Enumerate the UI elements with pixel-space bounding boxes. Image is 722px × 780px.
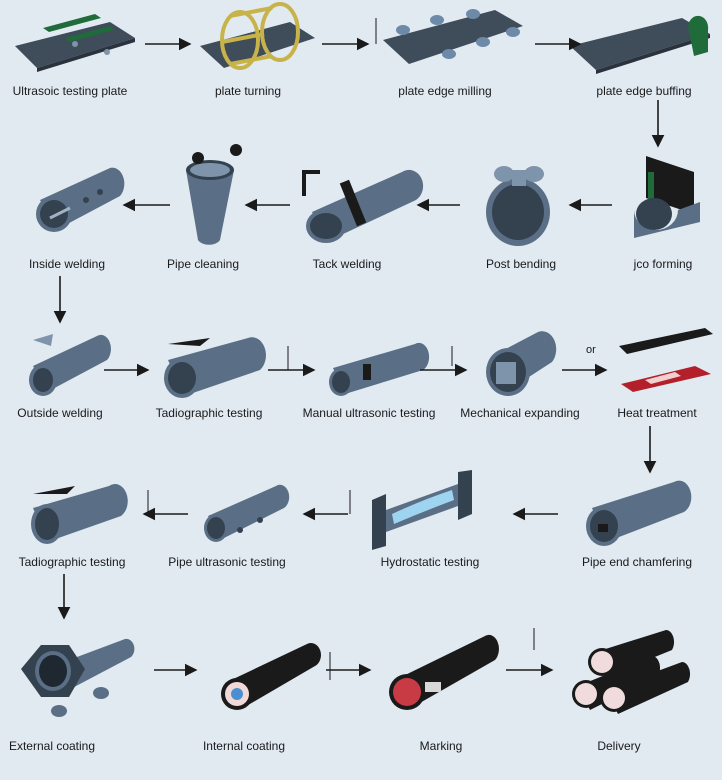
radiographic-pipe-icon [164,337,266,398]
stage-plate-turning [200,2,320,78]
stage-outside-welding [25,326,115,402]
step-label: Tack welding [312,257,382,271]
step-label: plate edge buffing [596,84,692,98]
step-label: Tadiographic testing [155,406,263,420]
marking-pipe-icon [389,634,499,710]
milling-plate-icon [383,9,523,64]
outside-welding-pipe-icon [29,334,111,396]
step-label: plate turning [214,84,282,98]
step-label: Internal coating [202,739,286,753]
step-label: Heat treatment [617,406,697,420]
buffing-plate-icon [570,15,710,74]
stage-radiographic-testing-2 [25,482,130,548]
step-label: Pipe cleaning [166,257,240,271]
step-label: Pipe end chamfering [581,555,693,569]
step-label: External coating [8,739,96,753]
step-label: Manual ultrasonic testing [302,406,436,420]
external-coating-pipe-icon [21,638,135,717]
stage-jco-forming [628,152,708,244]
delivery-pipes-icon [572,629,691,714]
stage-external-coating [15,625,135,717]
heat-treatment-plate-icon [619,328,713,392]
manual-ultrasonic-pipe-icon [329,342,430,396]
steel-plate-icon [15,14,135,72]
stage-inside-welding [30,160,130,246]
stage-pipe-end-chamfering [582,478,692,548]
step-label: Pipe ultrasonic testing [168,555,286,569]
stage-pipe-ultrasonic-testing [200,480,295,548]
stage-plate-edge-milling [375,6,525,76]
stage-radiographic-testing-1 [160,334,270,402]
bending-pipe-icon [486,166,550,246]
step-label: Mechanical expanding [460,406,580,420]
step-label: Delivery [597,739,641,753]
step-label: plate edge milling [398,84,492,98]
step-label: Outside welding [17,406,103,420]
step-label: Ultrasoic testing plate [12,84,128,98]
stage-marking [385,632,505,712]
jco-press-icon [634,156,700,238]
stage-mechanical-expanding [482,324,562,400]
chamfering-pipe-icon [586,480,692,546]
expander-icon [486,331,557,396]
radiographic-pipe-icon [31,484,128,544]
stage-post-bending [480,160,560,248]
step-label: Inside welding [28,257,106,271]
step-label: Marking [419,739,463,753]
hydrostatic-tank-icon [372,470,472,550]
stage-plate-edge-buffing [570,12,715,78]
step-label: Tadiographic testing [18,555,126,569]
vertical-pipe-icon [186,144,242,245]
stage-delivery [568,628,698,714]
step-label: Hydrostatic testing [380,555,480,569]
turning-frame-icon [200,2,315,70]
pipe-ultrasonic-icon [204,484,290,542]
internal-coating-pipe-icon [221,643,321,710]
stage-heat-treatment [615,326,715,396]
stage-ultrasonic-testing-plate [15,8,135,78]
step-label: jco forming [633,257,693,271]
or-label: or [586,344,596,356]
step-label: Post bending [485,257,557,271]
tack-welding-pipe-icon [302,169,424,243]
stage-hydrostatic-testing [372,470,477,550]
stage-pipe-cleaning [180,140,250,250]
inside-welding-pipe-icon [36,167,125,232]
stage-internal-coating [215,640,325,712]
stage-tack-welding [300,158,425,248]
stage-manual-ultrasonic-testing [325,340,435,400]
